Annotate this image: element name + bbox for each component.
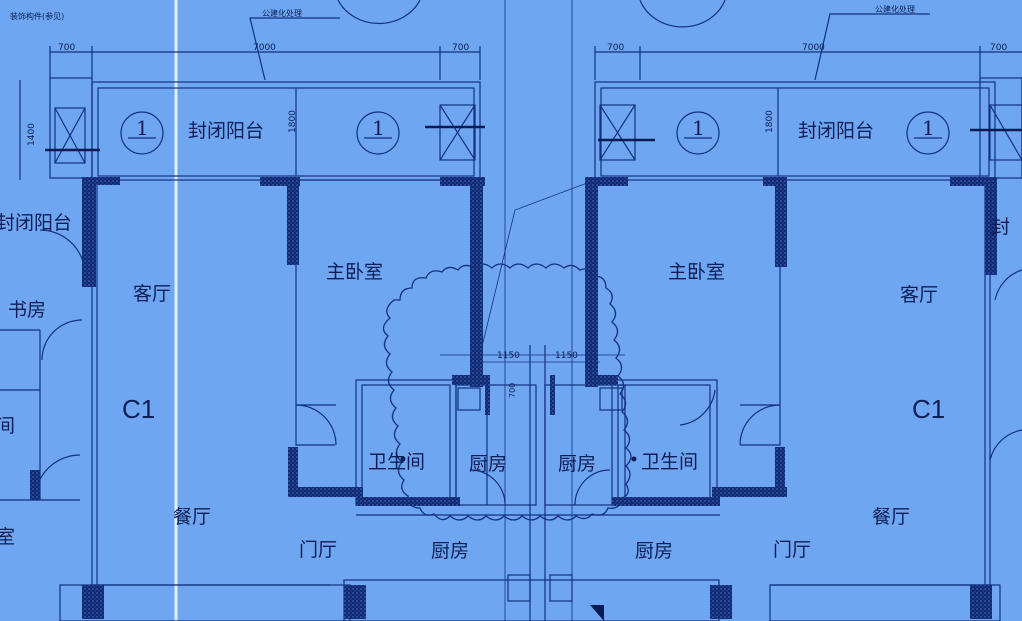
balcony-callout-2: 1 <box>372 116 385 140</box>
ornament-note: 装饰构件(参见) <box>10 11 64 21</box>
label-kitchen-upper-right: 厨房 <box>558 453 596 475</box>
label-dining-room-right: 餐厅 <box>872 506 910 528</box>
facade-note-right: 公建化处理 <box>875 4 915 14</box>
label-entry-hall-left: 门厅 <box>299 539 337 561</box>
dim-700-left-b: 700 <box>452 43 469 53</box>
dim-1150-right: 1150 <box>555 351 578 361</box>
dim-700-left-a: 700 <box>58 43 75 53</box>
label-kitchen-lower-right: 厨房 <box>635 540 673 562</box>
label-partial-balcony-right: 封 <box>991 216 1010 238</box>
dim-7000-left: 7000 <box>253 43 276 53</box>
unit-code-right: C1 <box>912 394 945 424</box>
label-enclosed-balcony-right: 封闭阳台 <box>798 120 874 142</box>
label-partial-room-a: 间 <box>0 415 15 437</box>
section-marker <box>590 605 604 621</box>
label-enclosed-balcony-left: 封闭阳台 <box>188 120 264 142</box>
revision-cloud <box>382 263 632 521</box>
dim-1800-right: 1800 <box>765 110 775 133</box>
label-kitchen-upper-left: 厨房 <box>469 453 507 475</box>
label-master-bedroom-left: 主卧室 <box>326 261 383 283</box>
balcony-callout-1: 1 <box>136 116 149 140</box>
floor-drain-left <box>400 456 406 462</box>
label-partial-room-b: 室 <box>0 526 15 548</box>
label-master-bedroom-right: 主卧室 <box>668 261 725 283</box>
thick-walls <box>30 177 997 619</box>
label-living-room-left: 客厅 <box>133 283 171 305</box>
dim-700-right-b: 700 <box>990 43 1007 53</box>
dim-700-right-a: 700 <box>607 43 624 53</box>
dim-1150-left: 1150 <box>497 351 520 361</box>
unit-code-left: C1 <box>122 394 155 424</box>
label-dining-room-left: 餐厅 <box>173 506 211 528</box>
balcony-callout-4: 1 <box>922 116 935 140</box>
dim-700-vertical: 700 <box>508 383 517 398</box>
label-bathroom-right: 卫生间 <box>641 451 698 473</box>
label-study: 书房 <box>8 299 46 321</box>
balcony-callout-3: 1 <box>692 116 705 140</box>
dim-1400: 1400 <box>27 123 37 146</box>
label-bathroom-left: 卫生间 <box>368 451 425 473</box>
pipe-marks <box>45 125 1022 152</box>
dim-7000-right: 7000 <box>802 43 825 53</box>
dim-1800-left: 1800 <box>288 110 298 133</box>
floor-drain-right <box>631 456 637 462</box>
label-entry-hall-right: 门厅 <box>773 539 811 561</box>
label-kitchen-lower-left: 厨房 <box>431 540 469 562</box>
label-enclosed-balcony-far-left: 封闭阳台 <box>0 212 72 234</box>
facade-note-left: 公建化处理 <box>262 8 302 18</box>
label-living-room-right: 客厅 <box>900 284 938 306</box>
